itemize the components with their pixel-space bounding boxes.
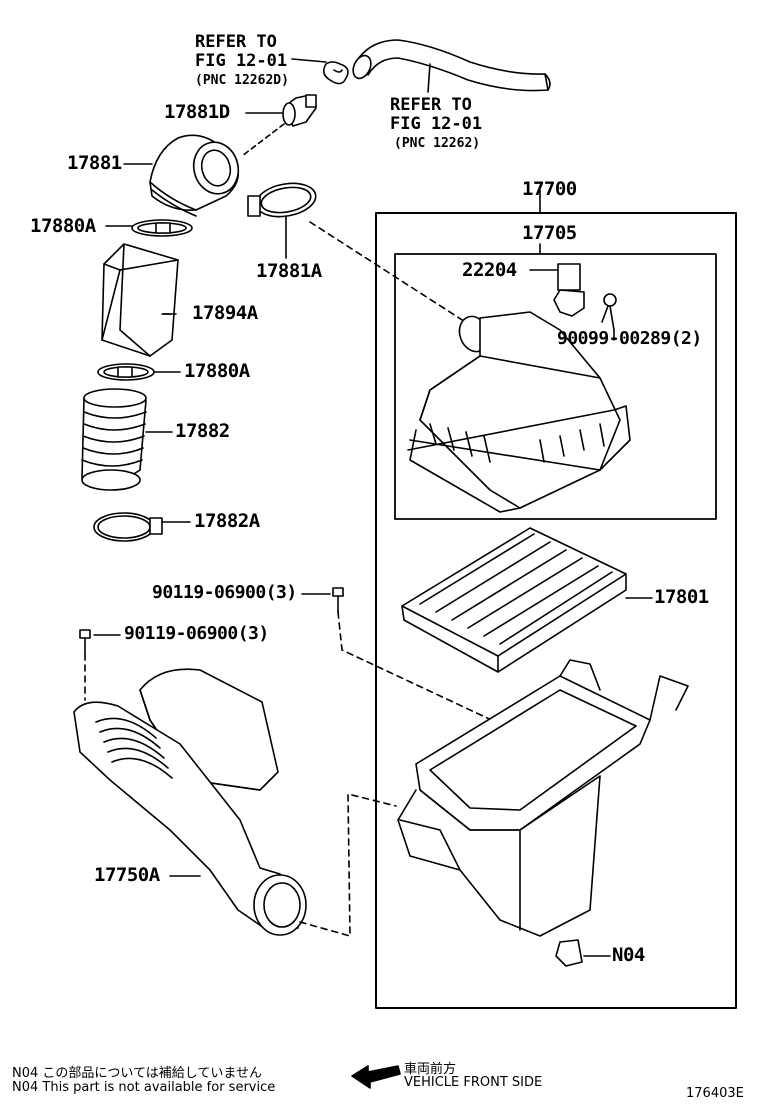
footer-note-en: N04 This part is not available for servi… bbox=[12, 1080, 275, 1095]
air-cleaner-cap-drawing bbox=[407, 311, 631, 513]
air-flow-meter-22204-drawing bbox=[529, 263, 585, 317]
label-17700: 17700 bbox=[522, 178, 577, 200]
filter-element-17801-drawing bbox=[401, 527, 653, 673]
resonator-17894A-drawing bbox=[101, 243, 179, 357]
vehicle-front-arrow bbox=[351, 1065, 401, 1089]
air-cleaner-case-drawing bbox=[397, 659, 689, 937]
note-text: This part is not available for service bbox=[42, 1080, 276, 1095]
assembly-box-17705 bbox=[394, 253, 717, 520]
label-17880A-upper: 17880A bbox=[30, 215, 96, 237]
ref-line-1: REFER TO bbox=[390, 95, 472, 115]
hose-17882-drawing bbox=[81, 388, 173, 491]
inlet-duct-17750A-drawing bbox=[73, 668, 397, 937]
clamp-17880A-lower-drawing bbox=[97, 363, 181, 381]
label-17894A: 17894A bbox=[192, 302, 258, 324]
label-N04: N04 bbox=[612, 944, 645, 966]
ref-line-2: FIG 12-01 bbox=[195, 51, 288, 71]
label-17705: 17705 bbox=[522, 222, 577, 244]
clip-12262D-drawing bbox=[291, 58, 349, 85]
bolt-90119-a-drawing bbox=[301, 587, 501, 725]
figure-id: 176403E bbox=[686, 1086, 744, 1101]
label-17801: 17801 bbox=[654, 586, 709, 608]
valve-17881D-drawing bbox=[241, 94, 317, 157]
ref-line-3: (PNC 12262D) bbox=[195, 73, 289, 88]
bolt-90119-b-drawing bbox=[79, 629, 121, 701]
label-22204: 22204 bbox=[462, 259, 517, 281]
ref-line-2: FIG 12-01 bbox=[390, 114, 483, 134]
direction-label-jp: 車両前方 bbox=[404, 1062, 457, 1077]
elbow-hose-17881-drawing bbox=[123, 134, 240, 217]
leader-lines bbox=[163, 189, 615, 341]
note-code: N04 bbox=[12, 1066, 39, 1081]
ref-fig-12262D: REFER TO FIG 12-01 (PNC 12262D) bbox=[195, 33, 289, 90]
label-17881D: 17881D bbox=[164, 101, 230, 123]
label-17750A: 17750A bbox=[94, 864, 160, 886]
grommet-N04-drawing bbox=[555, 939, 611, 967]
clamp-17882A-drawing bbox=[93, 512, 191, 542]
label-17881: 17881 bbox=[67, 152, 122, 174]
label-17882: 17882 bbox=[175, 420, 230, 442]
note-text: この部品については補給していません bbox=[42, 1066, 262, 1081]
hose-12262-drawing bbox=[352, 39, 551, 93]
label-17882A: 17882A bbox=[194, 510, 260, 532]
screw-90099-drawing bbox=[601, 293, 617, 331]
label-90099-00289: 90099-00289(2) bbox=[557, 328, 702, 349]
note-code: N04 bbox=[12, 1080, 39, 1095]
direction-label-en: VEHICLE FRONT SIDE bbox=[404, 1075, 543, 1090]
clamp-17880A-upper-drawing bbox=[105, 219, 193, 237]
label-90119-06900-a: 90119-06900(3) bbox=[152, 582, 297, 603]
label-17881A: 17881A bbox=[256, 260, 322, 282]
ref-line-3: (PNC 12262) bbox=[394, 136, 481, 151]
label-17880A-lower: 17880A bbox=[184, 360, 250, 382]
assembly-box-17700 bbox=[375, 212, 737, 1009]
clamp-17881A-drawing bbox=[247, 182, 471, 326]
ref-fig-12262: REFER TO FIG 12-01 (PNC 12262) bbox=[390, 96, 482, 153]
footer-note-jp: N04 この部品については補給していません bbox=[12, 1062, 262, 1081]
ref-line-1: REFER TO bbox=[195, 32, 277, 52]
label-90119-06900-b: 90119-06900(3) bbox=[124, 623, 269, 644]
